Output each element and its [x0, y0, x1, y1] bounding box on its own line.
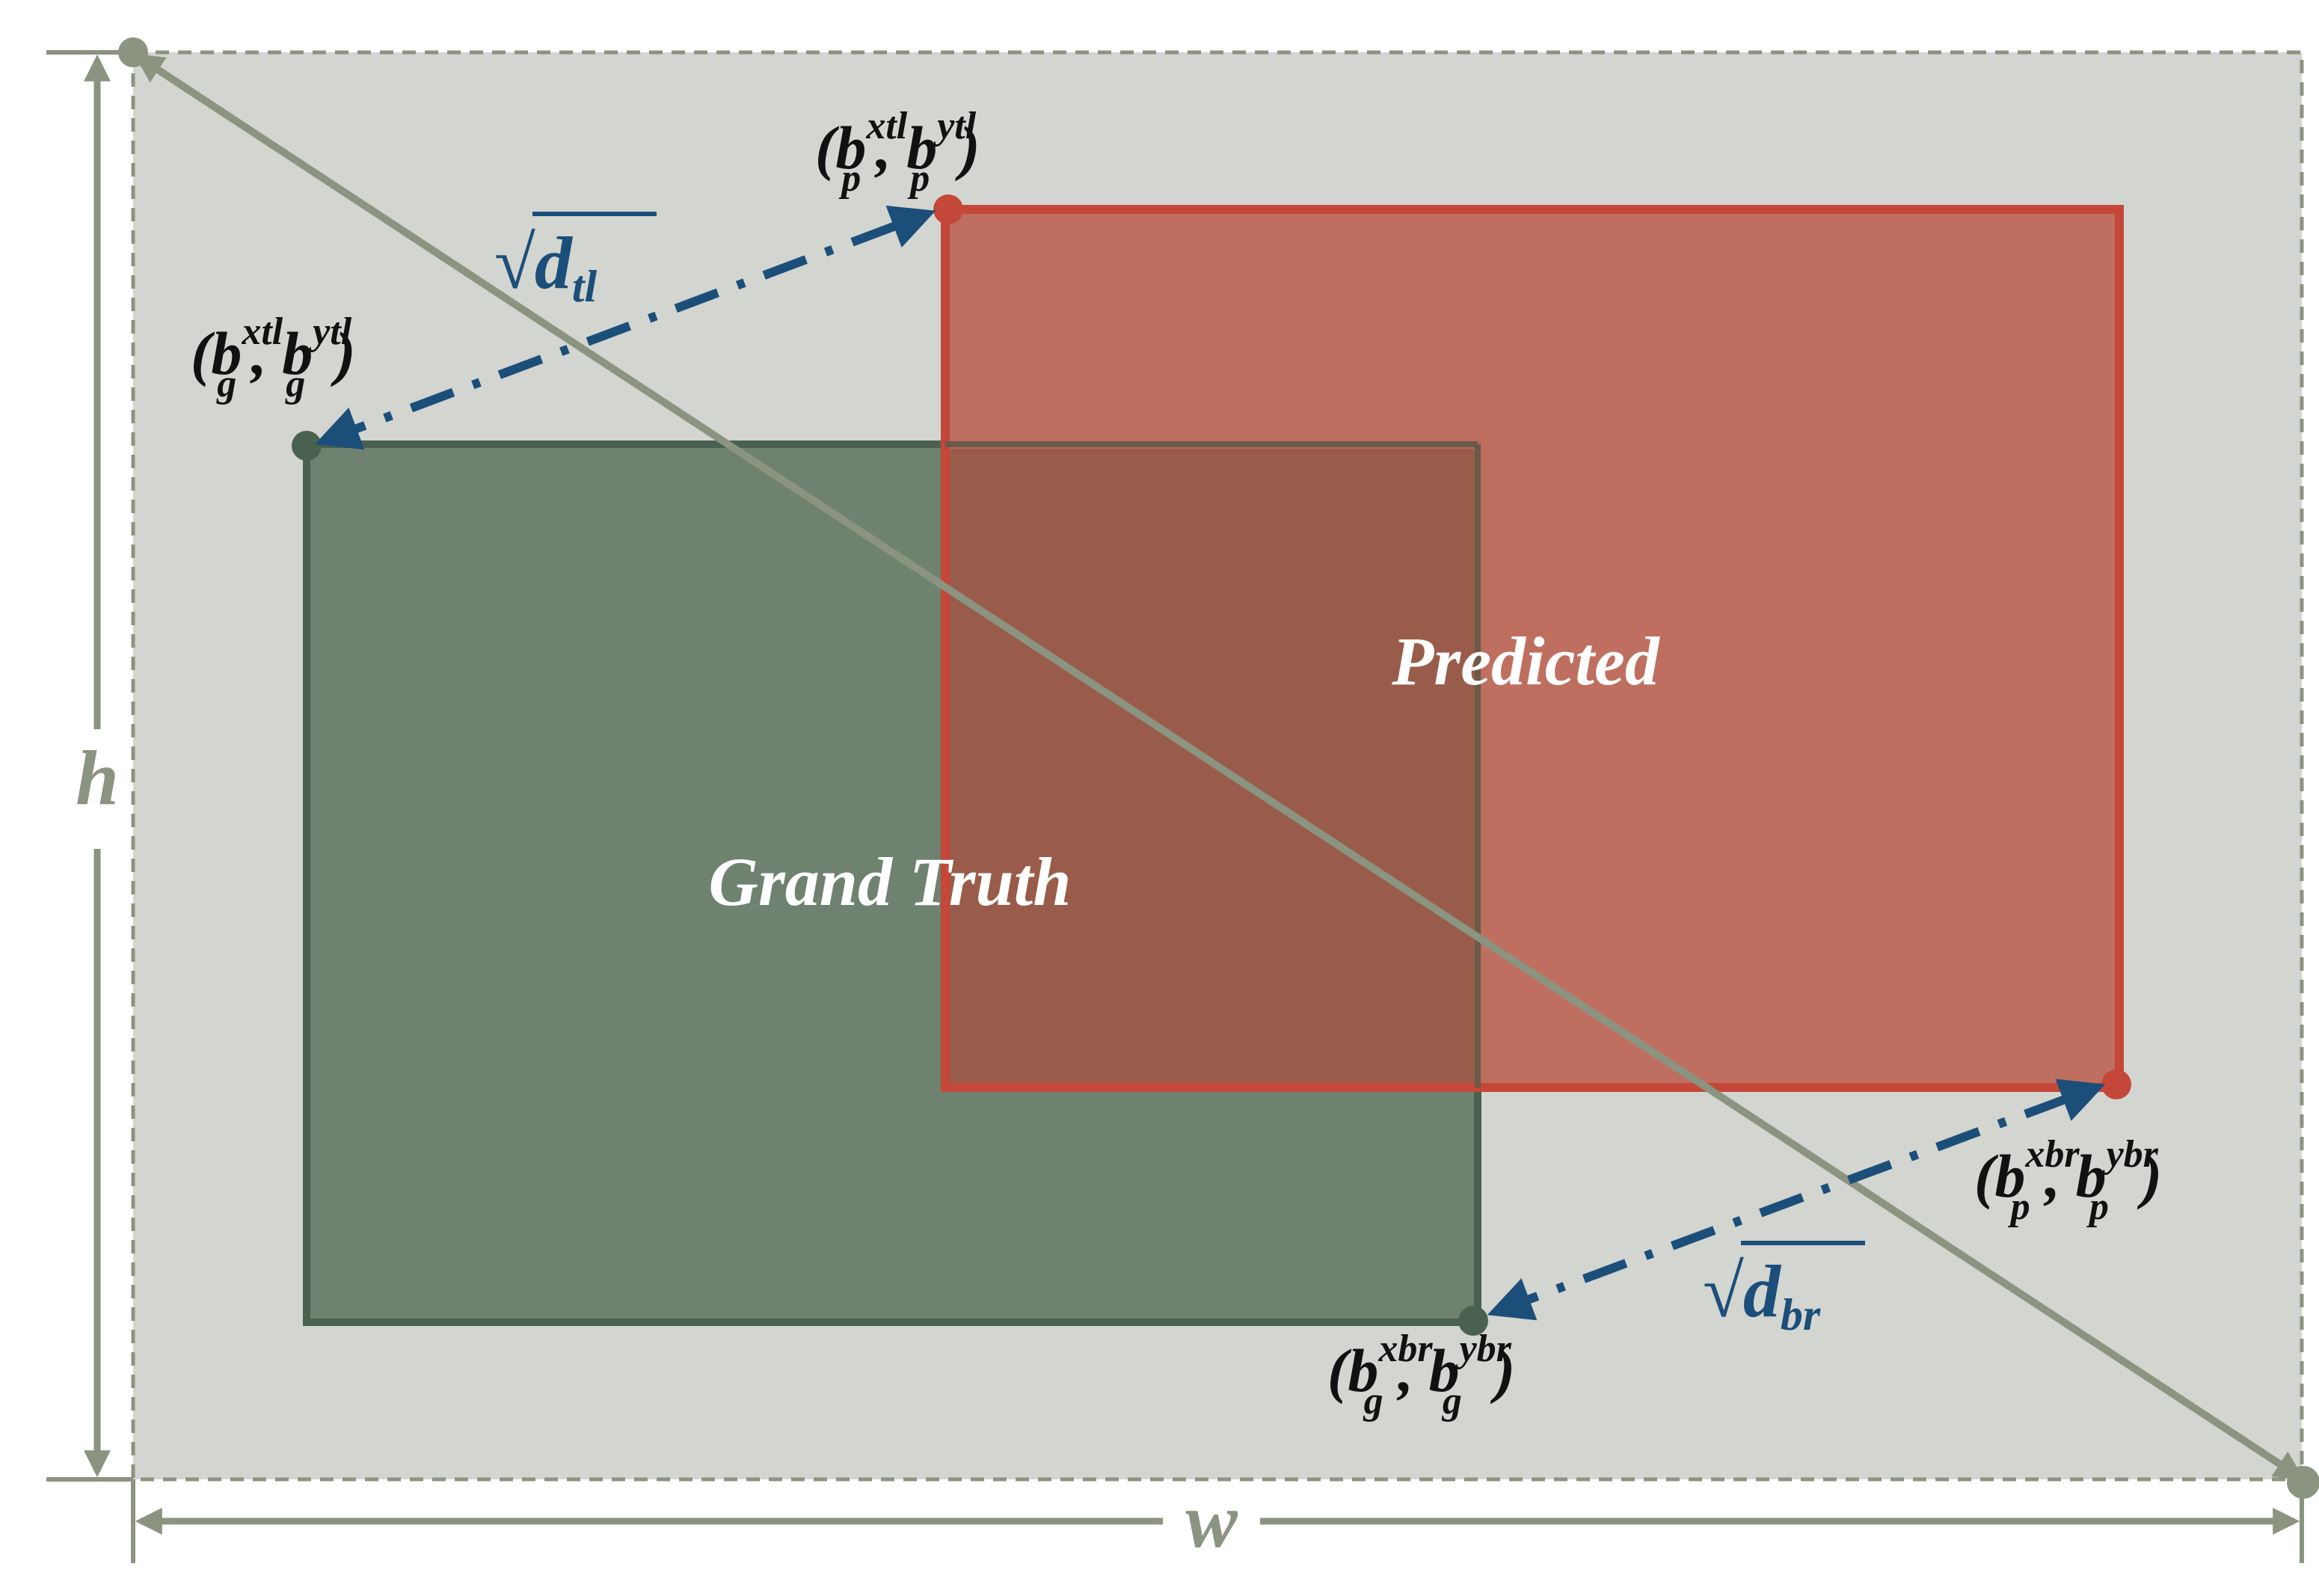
top-left-root-symbol: √	[494, 221, 535, 304]
ground-truth-label: Grand Truth	[709, 844, 1072, 920]
top-left-distance-label: √dtl	[494, 212, 657, 311]
predicted-label: Predicted	[1391, 623, 1661, 699]
ground-truth-top-left-point	[292, 431, 322, 461]
height-label: h	[76, 735, 119, 821]
bottom-right-distance-label: √dbr	[1702, 1241, 1865, 1339]
bottom-right-distance-arrow	[1487, 1078, 2106, 1321]
bottom-right-root-symbol: √	[1702, 1250, 1744, 1333]
width-label: w	[1185, 1478, 1238, 1564]
predicted-top-left-point	[933, 194, 963, 224]
svg-text:√dbr: √dbr	[1702, 1250, 1821, 1339]
ground-truth-bottom-right-point	[1458, 1306, 1488, 1336]
predicted-bottom-right-point	[2101, 1069, 2131, 1099]
top-left-distance-arrow	[314, 205, 936, 450]
svg-text:√dtl: √dtl	[494, 221, 598, 311]
